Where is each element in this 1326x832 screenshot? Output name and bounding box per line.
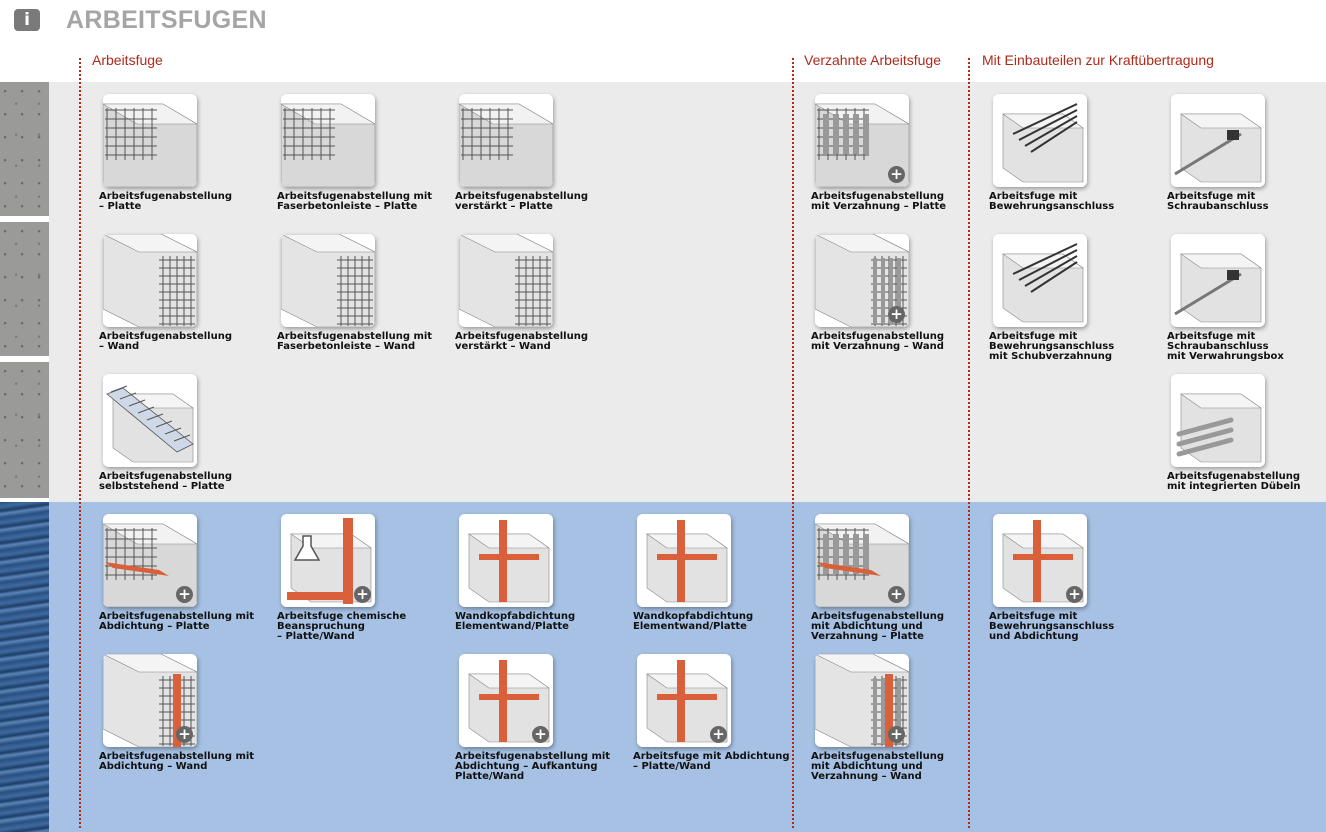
column-heading-verzahnte: Verzahnte Arbeitsfuge bbox=[804, 52, 941, 68]
tile-label[interactable]: Arbeitsfugenabstellung mit Verzahnung – … bbox=[811, 191, 947, 212]
sealed-toothed-wall-icon[interactable]: + bbox=[815, 654, 909, 747]
rebar-connection-icon[interactable] bbox=[993, 94, 1087, 187]
grid-slab-icon[interactable] bbox=[103, 94, 197, 187]
freestanding-icon[interactable] bbox=[103, 374, 197, 467]
plus-icon[interactable]: + bbox=[888, 726, 905, 743]
column-divider-2 bbox=[792, 58, 794, 828]
grid-wall-reinforced-icon[interactable] bbox=[459, 234, 553, 327]
tile-label[interactable]: Wandkopfabdichtung Elementwand/Platte bbox=[633, 611, 754, 632]
sealed-slab-icon[interactable]: + bbox=[103, 514, 197, 607]
tile-label[interactable]: Arbeitsfugenabstellung mit Abdichtung – … bbox=[99, 751, 255, 772]
rebar-shear-icon[interactable] bbox=[993, 234, 1087, 327]
tile-label[interactable]: Arbeitsfugenabstellung – Platte bbox=[99, 191, 232, 212]
grid-wall-fiber-icon[interactable] bbox=[281, 234, 375, 327]
sealed-toothed-slab-icon[interactable]: + bbox=[815, 514, 909, 607]
tile-label[interactable]: Arbeitsfugenabstellung mit Abdichtung un… bbox=[811, 611, 944, 642]
tile-label[interactable]: Arbeitsfugenabstellung mit Faserbetonlei… bbox=[277, 191, 433, 212]
tile-label[interactable]: Arbeitsfuge mit Bewehrungsanschluss bbox=[989, 191, 1115, 212]
column-heading-arbeitsfuge: Arbeitsfuge bbox=[92, 52, 163, 68]
grid-slab-reinforced-icon[interactable] bbox=[459, 94, 553, 187]
grid-slab-fiber-icon[interactable] bbox=[281, 94, 375, 187]
concrete-texture-1 bbox=[0, 82, 49, 216]
dry-section-band bbox=[49, 82, 1326, 502]
dowel-icon[interactable] bbox=[1171, 374, 1265, 467]
tile-label[interactable]: Arbeitsfugenabstellung mit integrierten … bbox=[1167, 471, 1301, 492]
screw-box-icon[interactable] bbox=[1171, 234, 1265, 327]
tile-label[interactable]: Arbeitsfugenabstellung mit Abdichtung un… bbox=[811, 751, 944, 782]
tile-label[interactable]: Arbeitsfuge mit Bewehrungsanschluss und … bbox=[989, 611, 1115, 642]
info-icon[interactable]: i bbox=[14, 9, 40, 31]
tile-label[interactable]: Arbeitsfuge mit Bewehrungsanschluss mit … bbox=[989, 331, 1115, 362]
plus-icon[interactable]: + bbox=[1066, 586, 1083, 603]
plus-icon[interactable]: + bbox=[888, 166, 905, 183]
concrete-texture-3 bbox=[0, 362, 49, 498]
tile-label[interactable]: Arbeitsfuge chemische Beanspruchung – Pl… bbox=[277, 611, 407, 642]
sealed-rebar-icon[interactable]: + bbox=[993, 514, 1087, 607]
water-texture bbox=[0, 502, 49, 832]
grid-wall-icon[interactable] bbox=[103, 234, 197, 327]
tile-label[interactable]: Arbeitsfugenabstellung mit Abdichtung – … bbox=[99, 611, 255, 632]
sealed-wall-icon[interactable]: + bbox=[103, 654, 197, 747]
tile-label[interactable]: Arbeitsfugenabstellung mit Abdichtung – … bbox=[455, 751, 611, 782]
plus-icon[interactable]: + bbox=[354, 586, 371, 603]
column-divider-3 bbox=[968, 58, 970, 828]
tile-label[interactable]: Arbeitsfugenabstellung verstärkt – Wand bbox=[455, 331, 588, 352]
sealed-corner-icon[interactable]: + bbox=[637, 654, 731, 747]
tile-label[interactable]: Arbeitsfuge mit Abdichtung – Platte/Wand bbox=[633, 751, 790, 772]
plus-icon[interactable]: + bbox=[888, 586, 905, 603]
toothed-wall-icon[interactable]: + bbox=[815, 234, 909, 327]
screw-connection-icon[interactable] bbox=[1171, 94, 1265, 187]
chemical-icon[interactable]: + bbox=[281, 514, 375, 607]
wall-head-seal-2-icon[interactable] bbox=[637, 514, 731, 607]
tile-label[interactable]: Arbeitsfugenabstellung verstärkt – Platt… bbox=[455, 191, 588, 212]
column-divider-1 bbox=[79, 58, 81, 828]
plus-icon[interactable]: + bbox=[176, 586, 193, 603]
tile-label[interactable]: Arbeitsfuge mit Schraubanschluss mit Ver… bbox=[1167, 331, 1284, 362]
tile-label[interactable]: Arbeitsfugenabstellung – Wand bbox=[99, 331, 232, 352]
plus-icon[interactable]: + bbox=[888, 306, 905, 323]
tile-label[interactable]: Wandkopfabdichtung Elementwand/Platte bbox=[455, 611, 576, 632]
toothed-slab-icon[interactable]: + bbox=[815, 94, 909, 187]
plus-icon[interactable]: + bbox=[532, 726, 549, 743]
tile-label[interactable]: Arbeitsfugenabstellung mit Faserbetonlei… bbox=[277, 331, 433, 352]
wall-head-seal-icon[interactable] bbox=[459, 514, 553, 607]
concrete-texture-2 bbox=[0, 222, 49, 356]
page-title: ARBEITSFUGEN bbox=[66, 6, 267, 34]
sealed-upstand-icon[interactable]: + bbox=[459, 654, 553, 747]
plus-icon[interactable]: + bbox=[710, 726, 727, 743]
column-heading-einbauteile: Mit Einbauteilen zur Kraftübertragung bbox=[982, 52, 1214, 68]
tile-label[interactable]: Arbeitsfuge mit Schraubanschluss bbox=[1167, 191, 1269, 212]
tile-label[interactable]: Arbeitsfugenabstellung selbststehend – P… bbox=[99, 471, 232, 492]
tile-label[interactable]: Arbeitsfugenabstellung mit Verzahnung – … bbox=[811, 331, 944, 352]
plus-icon[interactable]: + bbox=[176, 726, 193, 743]
